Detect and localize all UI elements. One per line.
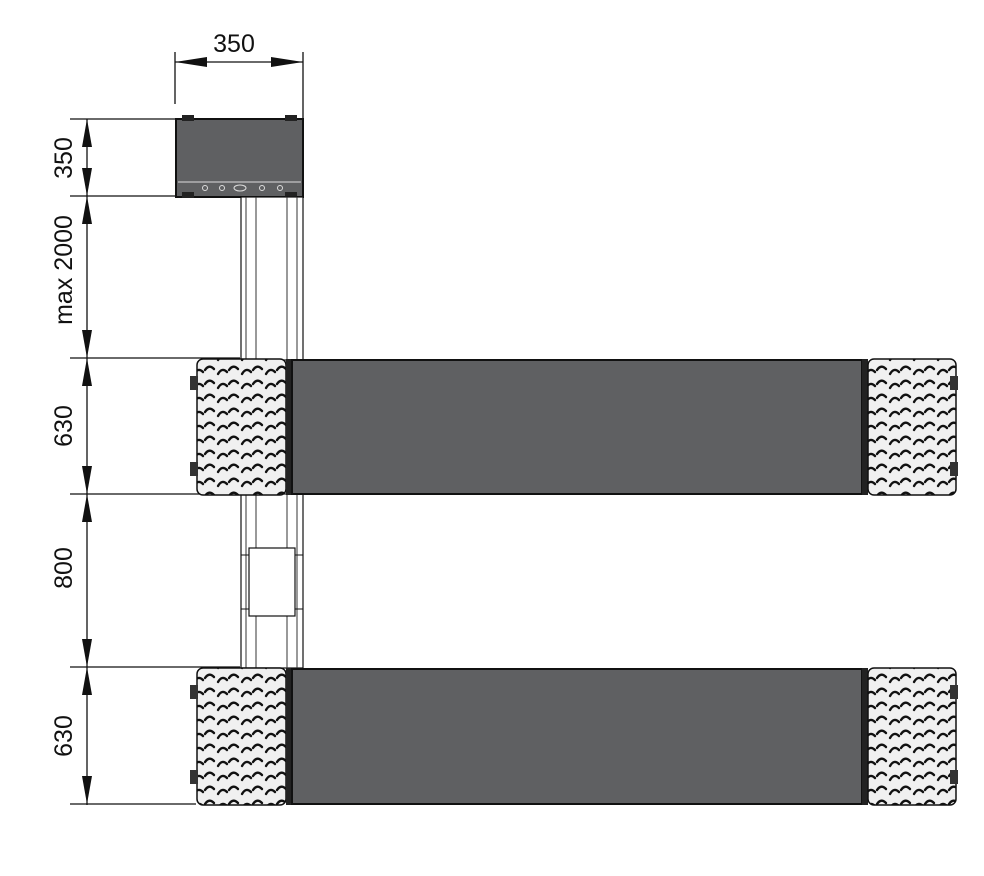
control-box: [175, 115, 304, 198]
label-top-width: 350: [213, 30, 255, 58]
label-gap: 800: [50, 547, 78, 589]
label-platform-upper: 630: [50, 405, 78, 447]
column-upper: [240, 196, 304, 361]
label-top-height: 350: [50, 137, 78, 179]
platform-upper: [190, 358, 958, 496]
label-column-span: max 2000: [50, 215, 78, 325]
label-platform-lower: 630: [50, 715, 78, 757]
dimension-top-width: 350: [174, 30, 304, 118]
column-middle: [240, 493, 304, 669]
platform-lower: [190, 667, 958, 806]
dimension-chain-left: 350 max 2000 630 800 630: [50, 118, 240, 805]
